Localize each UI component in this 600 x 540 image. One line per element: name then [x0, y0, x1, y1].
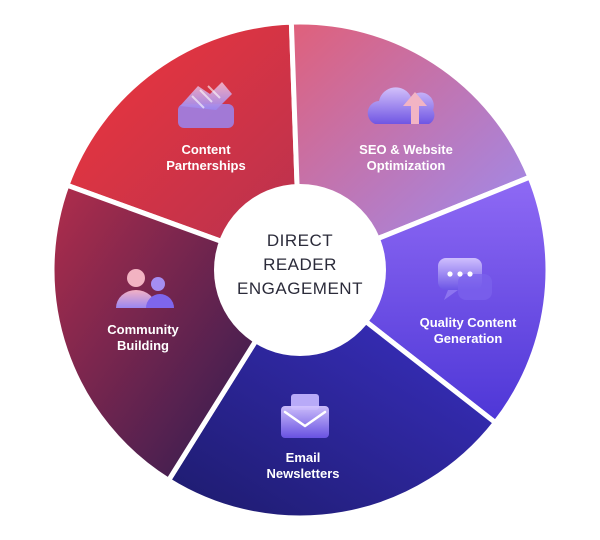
- cloud-upload-icon: [367, 87, 435, 124]
- center-title-line-3: ENGAGEMENT: [237, 279, 363, 298]
- segment-label-content-partnerships-line-2: Partnerships: [166, 158, 245, 173]
- handshake-icon: [178, 82, 234, 128]
- segment-label-quality-content-line-1: Quality Content: [420, 315, 517, 330]
- center-title-line-1: DIRECT: [267, 231, 333, 250]
- center-title-line-2: READER: [263, 255, 337, 274]
- segment-label-community-line-2: Building: [117, 338, 169, 353]
- center-hub: [214, 184, 386, 356]
- envelope-icon: [281, 394, 329, 438]
- segment-label-quality-content-line-2: Generation: [434, 331, 503, 346]
- users-icon: [116, 269, 174, 308]
- segment-label-seo-line-2: Optimization: [367, 158, 446, 173]
- segment-label-seo-line-1: SEO & Website: [359, 142, 453, 157]
- segment-label-email-line-1: Email: [286, 450, 321, 465]
- segment-label-email-line-2: Newsletters: [267, 466, 340, 481]
- segment-label-community-line-1: Community: [107, 322, 179, 337]
- chat-bubbles-icon: [438, 258, 492, 300]
- segment-label-content-partnerships-line-1: Content: [181, 142, 231, 157]
